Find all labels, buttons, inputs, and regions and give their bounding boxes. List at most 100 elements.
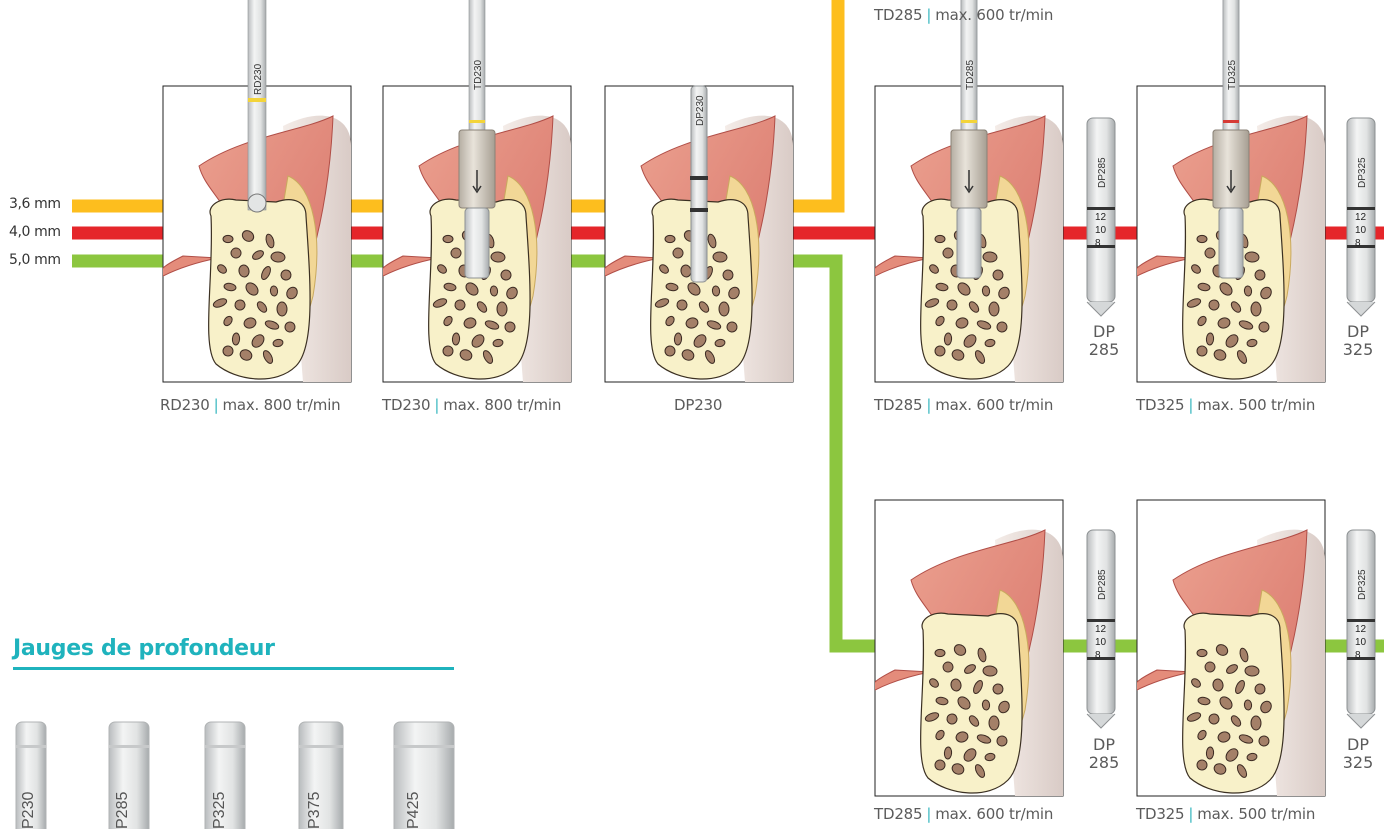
bone-pore bbox=[1206, 747, 1214, 759]
bone-pore bbox=[719, 302, 729, 316]
gauge-groove bbox=[299, 745, 343, 748]
socket-panel: DP230 bbox=[602, 86, 793, 382]
drill-sleeve bbox=[1213, 130, 1249, 208]
caption-td230: TD230|max. 800 tr/min bbox=[382, 396, 561, 414]
bone-pore bbox=[935, 235, 945, 242]
drill-sleeve bbox=[951, 130, 987, 208]
gauge-body bbox=[394, 722, 454, 829]
gauge-label-375: P375 bbox=[306, 792, 324, 829]
bone-pore bbox=[989, 302, 999, 316]
gauge-groove bbox=[394, 745, 454, 748]
bone-pore bbox=[497, 302, 507, 316]
scale-mark: 12 bbox=[1095, 212, 1107, 223]
scale-mark: 8 bbox=[1355, 650, 1361, 661]
bone-pore bbox=[1251, 302, 1261, 316]
depth-label-4-0: 4,0 mm bbox=[9, 224, 61, 240]
dp-label-285-upper: DP285 bbox=[1084, 323, 1124, 359]
bone-pore bbox=[1206, 333, 1214, 345]
gauge-groove bbox=[205, 745, 245, 748]
caption-td325-lower: TD325|max. 500 tr/min bbox=[1136, 805, 1315, 823]
depth-label-3-6: 3,6 mm bbox=[9, 196, 61, 212]
scale-mark: 8 bbox=[1095, 238, 1101, 249]
bone-pore bbox=[1251, 716, 1261, 730]
bone-pore bbox=[1197, 649, 1207, 656]
bone-pore bbox=[277, 302, 287, 316]
caption-td325-upper: TD325|max. 500 tr/min bbox=[1136, 396, 1315, 414]
bone-pore bbox=[944, 747, 952, 759]
caption-td285-upper: TD285|max. 600 tr/min bbox=[874, 396, 1053, 414]
caption-td285-lower: TD285|max. 600 tr/min bbox=[874, 805, 1053, 823]
bone-pore bbox=[935, 649, 945, 656]
scale-band bbox=[1347, 207, 1375, 210]
caption-rd230: RD230|max. 800 tr/min bbox=[160, 396, 340, 414]
section-rule bbox=[13, 667, 454, 670]
depth-pin: DP325 12 10 8 bbox=[1347, 118, 1375, 316]
shaft-text: TD230 bbox=[473, 60, 484, 90]
scale-mark: 12 bbox=[1355, 624, 1367, 635]
depth-pin: DP285 12 10 8 bbox=[1087, 118, 1115, 316]
color-ring bbox=[1223, 120, 1239, 123]
scale-band bbox=[1347, 619, 1375, 622]
drill-tip bbox=[957, 208, 981, 278]
gauge-label-285: P285 bbox=[114, 792, 132, 829]
bone-pore bbox=[665, 235, 675, 242]
pin-tip bbox=[1087, 714, 1115, 728]
pin-tip bbox=[1347, 302, 1375, 316]
scale-mark: 8 bbox=[1355, 238, 1361, 249]
bone-pore bbox=[944, 333, 952, 345]
depth-label-5-0: 5,0 mm bbox=[9, 252, 61, 268]
gauge-label-425: P425 bbox=[405, 792, 423, 829]
dp-label-325-upper: DP325 bbox=[1338, 323, 1378, 359]
scale-band bbox=[1347, 657, 1375, 660]
bone-pore bbox=[232, 333, 240, 345]
color-ring bbox=[469, 120, 485, 123]
scale-mark: 12 bbox=[1095, 624, 1107, 635]
pin-text: DP285 bbox=[1097, 569, 1108, 600]
caption-dp230: DP230 bbox=[674, 396, 722, 414]
depth-pin: DP285 12 10 8 bbox=[1087, 530, 1115, 728]
scale-mark: 10 bbox=[1095, 225, 1107, 236]
gauge-groove bbox=[109, 745, 149, 748]
drill-tip bbox=[465, 208, 489, 278]
bone-pore bbox=[989, 716, 999, 730]
shaft-text: TD285 bbox=[965, 60, 976, 90]
socket-panel: TD230 bbox=[380, 0, 571, 382]
scale-band bbox=[1087, 245, 1115, 248]
drill-tip bbox=[1219, 208, 1243, 278]
scale-band bbox=[690, 208, 708, 212]
pin-text: DP325 bbox=[1357, 569, 1368, 600]
drill-shaft bbox=[248, 0, 266, 210]
bone-pore bbox=[1197, 235, 1207, 242]
bone-pore bbox=[674, 333, 682, 345]
pin-text: DP285 bbox=[1097, 157, 1108, 188]
bone-pore bbox=[443, 235, 453, 242]
color-ring bbox=[961, 120, 977, 123]
depth-pin: DP325 12 10 8 bbox=[1347, 530, 1375, 728]
section-title: Jauges de profondeur bbox=[13, 636, 275, 661]
scale-mark: 10 bbox=[1095, 637, 1107, 648]
depth-gauge bbox=[394, 722, 454, 829]
scale-band bbox=[1087, 207, 1115, 210]
scale-mark: 8 bbox=[1095, 650, 1101, 661]
pin-tip bbox=[1087, 302, 1115, 316]
scale-band bbox=[1087, 619, 1115, 622]
scale-mark: 12 bbox=[1355, 212, 1367, 223]
shaft-text: RD230 bbox=[253, 63, 264, 95]
bone-pore bbox=[452, 333, 460, 345]
scale-band bbox=[1087, 657, 1115, 660]
socket-panel: RD230 bbox=[160, 0, 351, 382]
drill-sleeve bbox=[459, 130, 495, 208]
gauge-label-230: P230 bbox=[20, 792, 38, 829]
shaft-text: TD325 bbox=[1227, 60, 1238, 90]
scale-mark: 10 bbox=[1355, 225, 1367, 236]
scale-band bbox=[1347, 245, 1375, 248]
pin-tip bbox=[1347, 714, 1375, 728]
scale-mark: 10 bbox=[1355, 637, 1367, 648]
scale-band bbox=[690, 176, 708, 180]
round-drill-head bbox=[248, 194, 266, 212]
shaft-text: DP230 bbox=[695, 95, 706, 126]
pin-text: DP325 bbox=[1357, 157, 1368, 188]
gauge-groove bbox=[16, 745, 46, 748]
